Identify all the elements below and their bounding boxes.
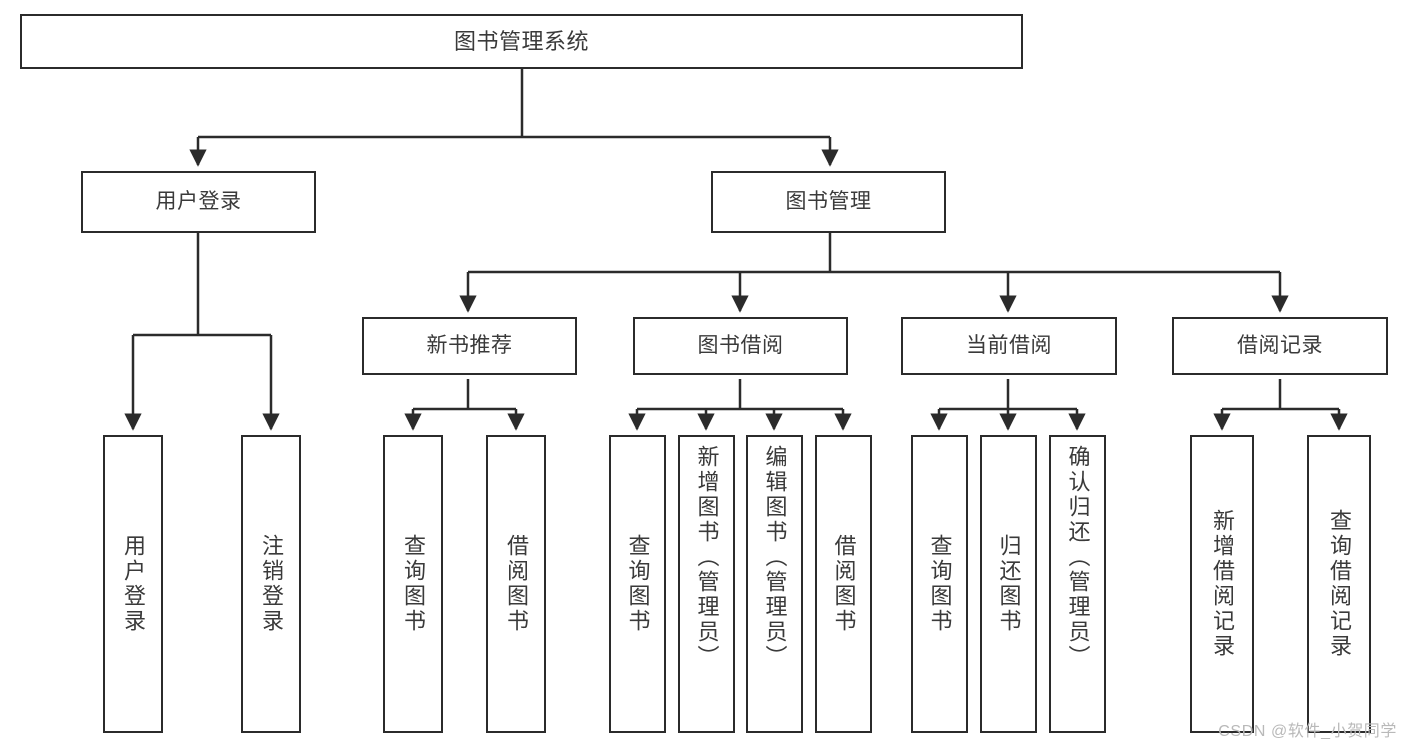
- node-label: 查询借阅记录: [1327, 509, 1352, 659]
- node-label: 查询图书: [625, 534, 651, 634]
- node-label: 图书管理: [785, 189, 872, 213]
- node-label: 当前借阅: [966, 333, 1052, 357]
- node-label: 查询图书: [401, 534, 426, 634]
- node-label: 新增借阅记录: [1210, 509, 1235, 659]
- node-book-management[interactable]: 图书管理: [711, 171, 946, 233]
- node-root-system[interactable]: 图书管理系统: [20, 14, 1023, 69]
- leaf-borrow-record-add[interactable]: 新增借阅记录: [1190, 435, 1254, 733]
- node-book-borrow[interactable]: 图书借阅: [633, 317, 848, 375]
- leaf-book-borrow-edit[interactable]: 编辑图书（管理员）: [746, 435, 803, 733]
- node-label: 用户登录: [155, 189, 242, 213]
- node-label: 借阅图书: [831, 534, 857, 634]
- node-user-login[interactable]: 用户登录: [81, 171, 316, 233]
- leaf-current-borrow-confirm-return[interactable]: 确认归还（管理员）: [1049, 435, 1106, 733]
- leaf-borrow-record-query[interactable]: 查询借阅记录: [1307, 435, 1371, 733]
- node-label: 借阅记录: [1237, 333, 1323, 357]
- leaf-user-login-logout[interactable]: 注销登录: [241, 435, 301, 733]
- node-label: 图书管理系统: [453, 28, 589, 54]
- node-label: 借阅图书: [504, 534, 529, 634]
- leaf-user-login-login[interactable]: 用户登录: [103, 435, 163, 733]
- node-label: 注销登录: [259, 534, 284, 634]
- leaf-book-borrow-query[interactable]: 查询图书: [609, 435, 666, 733]
- node-label: 确认归还（管理员）: [1065, 445, 1091, 670]
- leaf-book-borrow-borrow[interactable]: 借阅图书: [815, 435, 872, 733]
- node-label: 用户登录: [121, 534, 146, 634]
- node-label: 图书借阅: [697, 333, 784, 357]
- leaf-current-borrow-query[interactable]: 查询图书: [911, 435, 968, 733]
- leaf-new-book-query[interactable]: 查询图书: [383, 435, 443, 733]
- node-label: 新书推荐: [426, 333, 513, 357]
- node-label: 归还图书: [996, 534, 1022, 634]
- node-borrow-record[interactable]: 借阅记录: [1172, 317, 1388, 375]
- node-label: 编辑图书（管理员）: [762, 445, 788, 670]
- node-current-borrow[interactable]: 当前借阅: [901, 317, 1117, 375]
- node-label: 查询图书: [927, 534, 953, 634]
- leaf-current-borrow-return[interactable]: 归还图书: [980, 435, 1037, 733]
- node-label: 新增图书（管理员）: [694, 445, 720, 670]
- leaf-book-borrow-add[interactable]: 新增图书（管理员）: [678, 435, 735, 733]
- leaf-new-book-borrow[interactable]: 借阅图书: [486, 435, 546, 733]
- csdn-watermark: CSDN @软件_小贺同学: [1218, 723, 1397, 740]
- node-new-book-recommend[interactable]: 新书推荐: [362, 317, 577, 375]
